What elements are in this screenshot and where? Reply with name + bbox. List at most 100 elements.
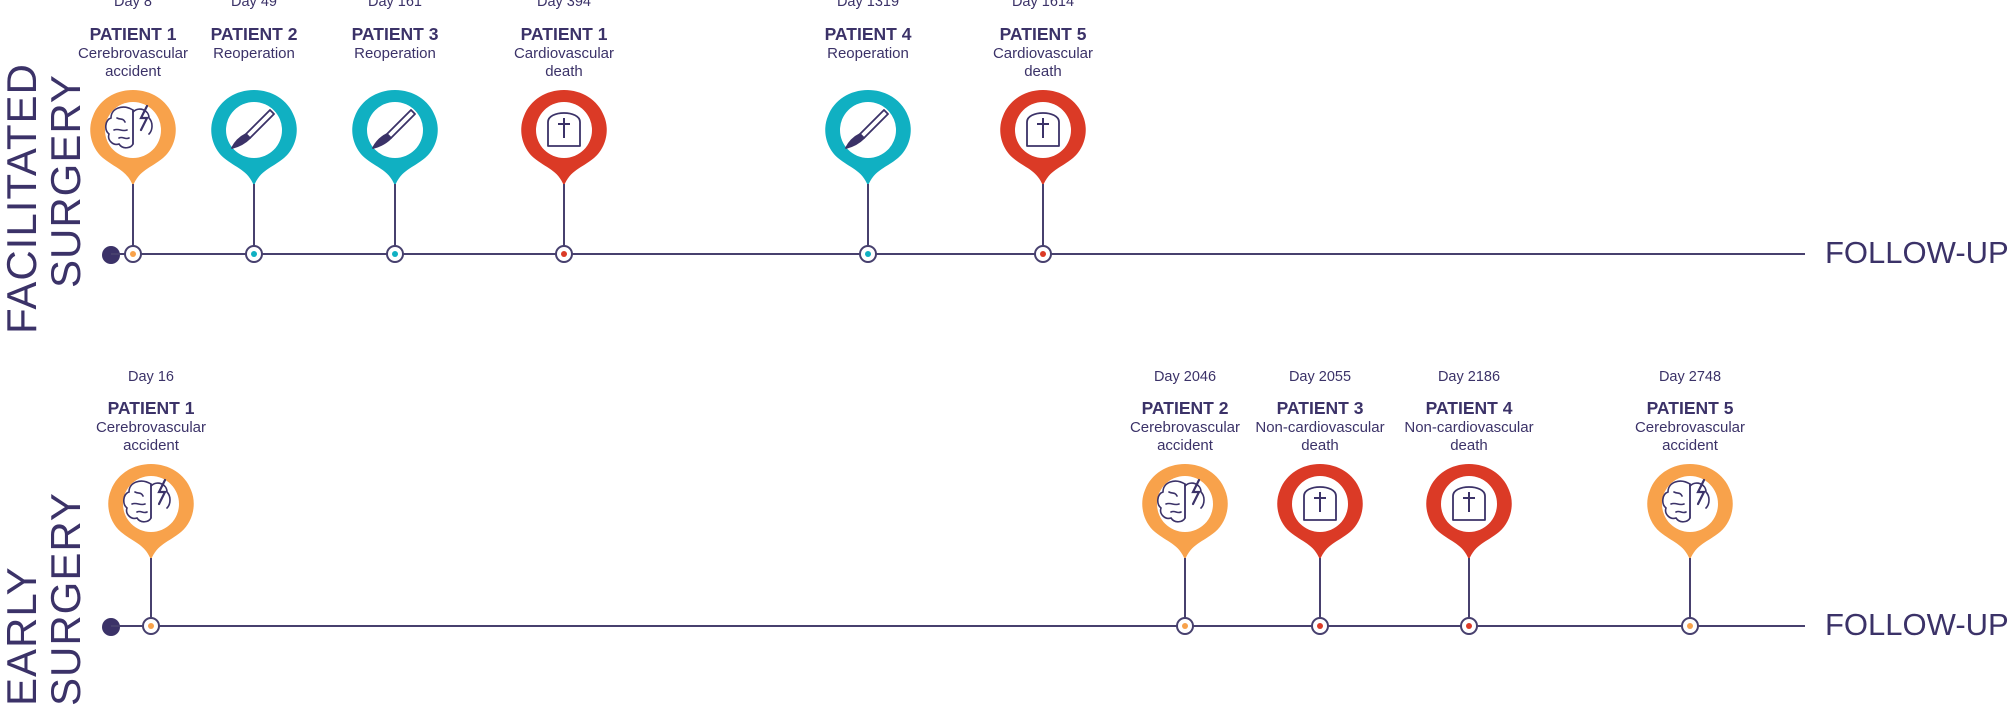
event-type-line1: Cerebrovascular (1129, 419, 1241, 436)
event-axis-dot (392, 251, 398, 257)
event-axis-dot (1687, 623, 1693, 629)
event-type-line1: Cerebrovascular (77, 45, 189, 62)
event-axis-marker (124, 245, 142, 263)
event-patient: PATIENT 1 (107, 398, 195, 418)
event-day: Day 1319 (836, 0, 900, 10)
event-day: Day 2046 (1153, 369, 1217, 385)
event-day: Day 49 (231, 0, 277, 10)
event-axis-marker (386, 245, 404, 263)
event-stem (1042, 184, 1044, 246)
event-stem (132, 184, 134, 246)
event-type-line1: Reoperation (213, 45, 295, 62)
event-axis-marker (245, 245, 263, 263)
event-patient: PATIENT 3 (351, 24, 439, 44)
track-label-line1: EARLY (0, 566, 45, 706)
track-label-line2: SURGERY (42, 492, 89, 706)
event-type-line2: accident (1662, 437, 1718, 454)
event-stem (253, 184, 255, 246)
event-patient: PATIENT 1 (89, 24, 177, 44)
event-patient: PATIENT 2 (210, 24, 298, 44)
event-stem (150, 558, 152, 618)
event-type-line2: death (1024, 63, 1062, 80)
event-day: Day 1614 (1011, 0, 1075, 10)
event-patient: PATIENT 3 (1276, 398, 1364, 418)
event-pin (210, 88, 298, 188)
event-type-line1: Cerebrovascular (95, 419, 207, 436)
event-axis-marker (555, 245, 573, 263)
event-type: Non-cardiovascular death (1389, 419, 1549, 455)
event-stem (867, 184, 869, 246)
follow-up-label: FOLLOW-UP (1825, 607, 2008, 642)
tombstone-icon (547, 112, 581, 147)
event-day: Day 2055 (1288, 369, 1352, 385)
brain-icon (1157, 478, 1205, 523)
event-stem (1319, 558, 1321, 618)
pin-marker-svg (825, 90, 911, 186)
timeline-axis (111, 253, 1805, 255)
event-patient: PATIENT 2 (1141, 398, 1229, 418)
track-label-line2: SURGERY (42, 74, 89, 288)
event-pin (520, 88, 608, 188)
event-type-line2: death (1301, 437, 1339, 454)
event-day: Day 2748 (1658, 369, 1722, 385)
timeline-axis (111, 625, 1805, 627)
event-axis-marker (1176, 617, 1194, 635)
event-day: Day 2186 (1437, 369, 1501, 385)
event-type: Cardiovascular death (484, 45, 644, 81)
event-axis-dot (1317, 623, 1323, 629)
event-pin (1276, 462, 1364, 562)
tombstone-icon (1452, 486, 1486, 521)
event-stem (1468, 558, 1470, 618)
scalpel-icon (845, 109, 889, 149)
event-type-line1: Cardiovascular (513, 45, 615, 62)
pin-marker-svg (1142, 464, 1228, 560)
event-pin (1425, 462, 1513, 562)
pin-marker-svg (1000, 90, 1086, 186)
timeline-start-dot (102, 246, 120, 264)
event-type-line1: Reoperation (354, 45, 436, 62)
pin-marker-svg (90, 90, 176, 186)
event-pin (1646, 462, 1734, 562)
event-type-line2: accident (105, 63, 161, 80)
event-axis-dot (130, 251, 136, 257)
track-label: EARLY SURGERY (0, 492, 89, 706)
brain-icon (123, 478, 171, 523)
event-axis-dot (1040, 251, 1046, 257)
event-axis-marker (142, 617, 160, 635)
early-surgery-track: EARLY SURGERY FOLLOW-UP Day 16 PATIENT 1… (0, 352, 2008, 706)
scalpel-icon (231, 109, 275, 149)
follow-up-label: FOLLOW-UP (1825, 235, 2008, 270)
event-type-line2: death (1450, 437, 1488, 454)
timeline-start-dot (102, 618, 120, 636)
event-pin (1141, 462, 1229, 562)
event-axis-dot (865, 251, 871, 257)
event-type-line1: Reoperation (827, 45, 909, 62)
event-axis-dot (1182, 623, 1188, 629)
event-axis-dot (148, 623, 154, 629)
event-pin (824, 88, 912, 188)
event-type-line1: Cardiovascular (992, 45, 1094, 62)
pin-marker-svg (108, 464, 194, 560)
tombstone-icon (1303, 486, 1337, 521)
event-day: Day 16 (128, 369, 174, 385)
event-type: Cerebrovascular accident (1105, 419, 1265, 455)
track-label-line1: FACILITATED (0, 63, 45, 334)
event-patient: PATIENT 5 (1646, 398, 1734, 418)
pin-marker-svg (211, 90, 297, 186)
event-patient: PATIENT 4 (1425, 398, 1513, 418)
event-type-line1: Non-cardiovascular (1404, 419, 1534, 436)
pin-marker-svg (1426, 464, 1512, 560)
event-type: Cardiovascular death (963, 45, 1123, 81)
event-axis-dot (251, 251, 257, 257)
event-type: Cerebrovascular accident (71, 419, 231, 455)
pin-marker-svg (1277, 464, 1363, 560)
event-type-line1: Cerebrovascular (1634, 419, 1746, 436)
event-type-line2: accident (1157, 437, 1213, 454)
event-type: Cerebrovascular accident (1610, 419, 1770, 455)
event-day: Day 161 (367, 0, 422, 10)
event-type: Cerebrovascular accident (53, 45, 213, 81)
event-patient: PATIENT 5 (999, 24, 1087, 44)
pin-marker-svg (1647, 464, 1733, 560)
facilitated-surgery-track: FACILITATED SURGERY FOLLOW-UP Day 8 PATI… (0, 0, 2008, 352)
event-axis-dot (561, 251, 567, 257)
